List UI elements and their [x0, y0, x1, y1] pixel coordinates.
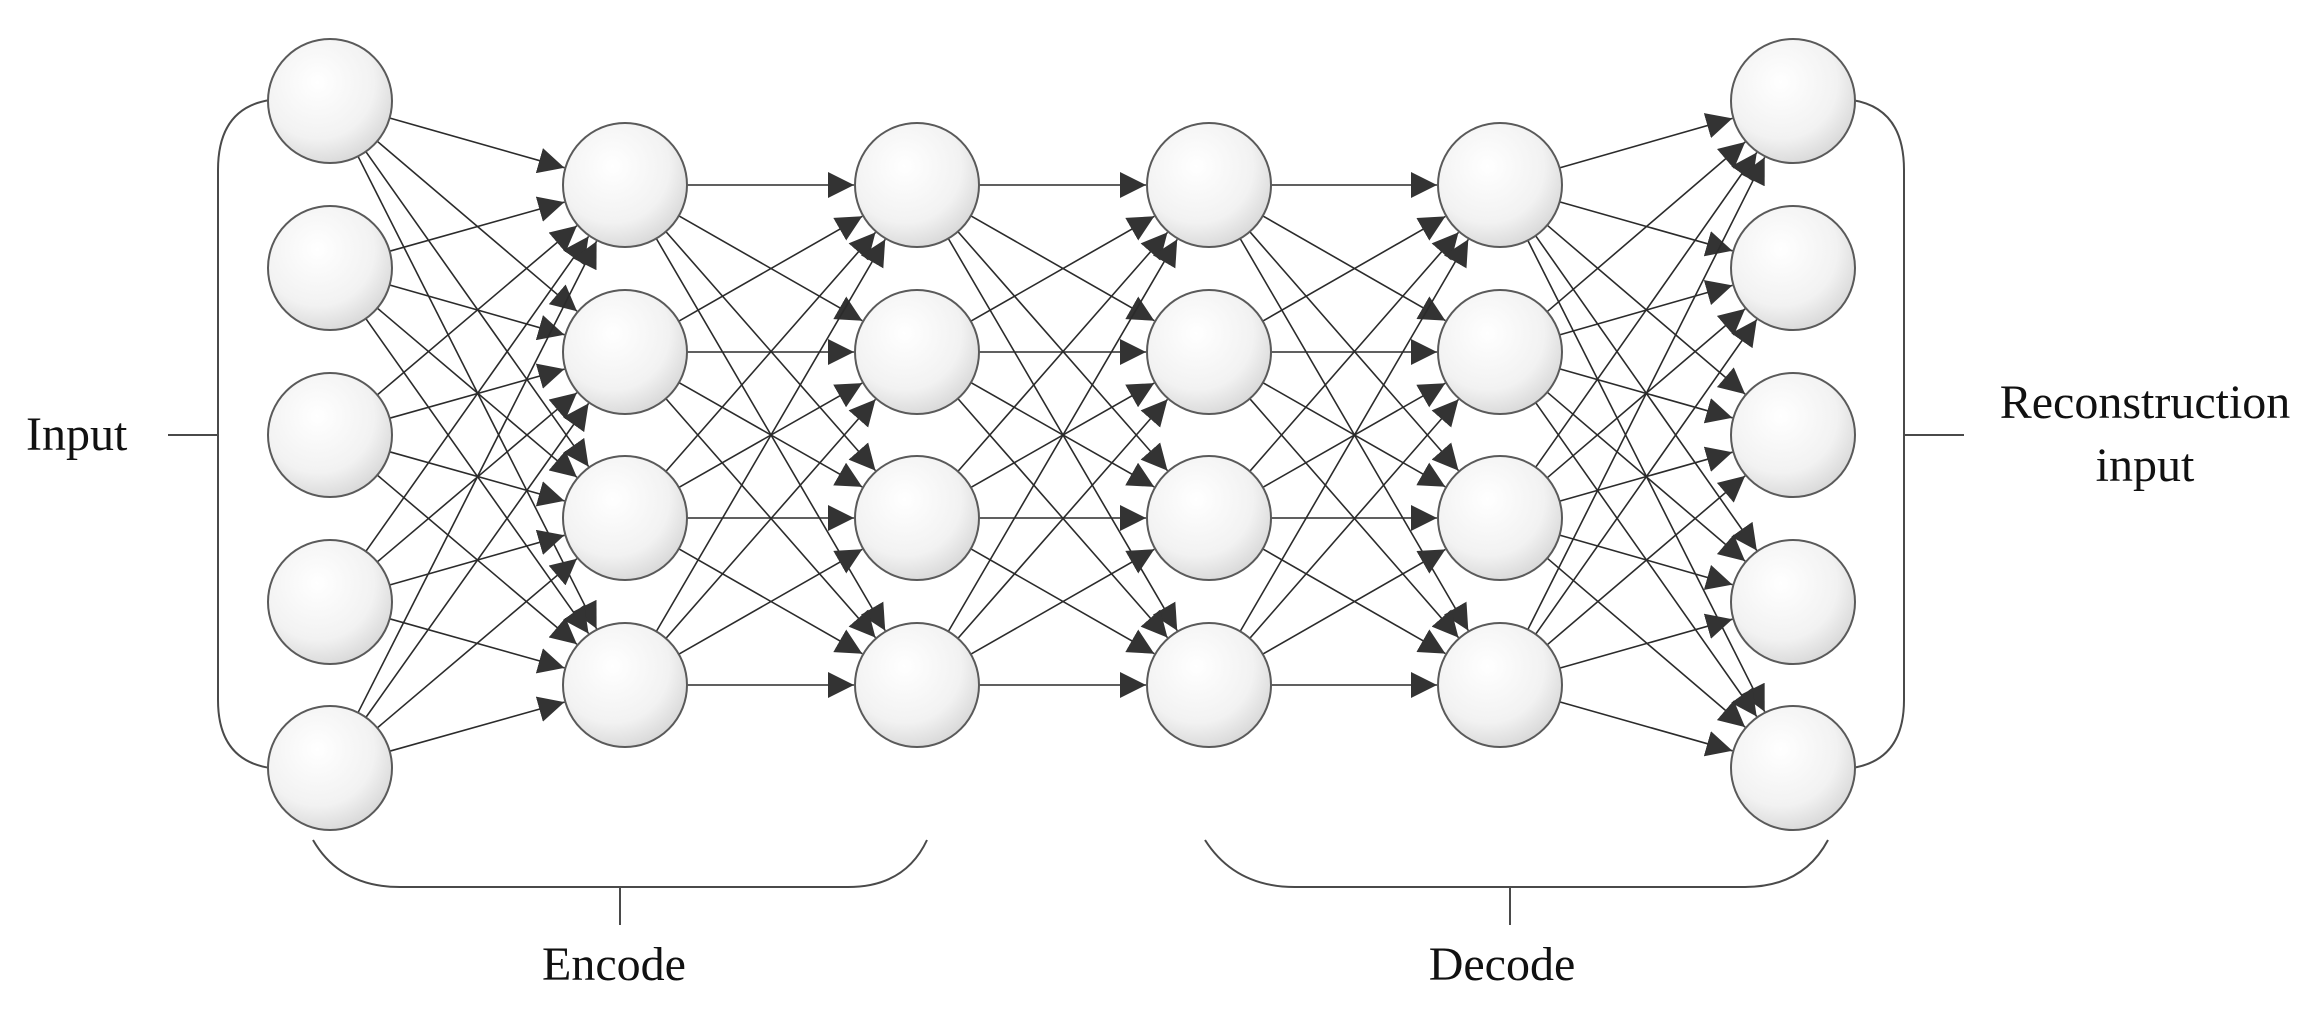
connection-l1-n5-to-l2-n1 — [357, 240, 598, 714]
connection-l3-n3-to-l4-n1 — [957, 231, 1169, 472]
connection-l4-n4-to-l5-n2 — [1249, 398, 1460, 639]
connection-l3-n2-to-l4-n1 — [970, 215, 1155, 322]
neuron-layer-4-node-2 — [1146, 289, 1272, 415]
neuron-layer-1-node-4 — [267, 539, 393, 665]
connection-l1-n2-to-l2-n1 — [389, 196, 565, 252]
connection-l4-n3-to-l5-n1 — [1249, 231, 1460, 472]
neuron-layer-2-node-3 — [562, 455, 688, 581]
connection-l3-n4-to-l4-n1 — [947, 238, 1178, 632]
connection-l1-n5-to-l2-n3 — [376, 558, 578, 729]
connection-l1-n5-to-l2-n4 — [389, 696, 565, 752]
neuron-layer-6-node-2 — [1730, 205, 1856, 331]
connection-l2-n4-to-l3-n2 — [665, 398, 877, 639]
neurons — [267, 38, 1856, 831]
neuron-layer-1-node-5 — [267, 705, 393, 831]
input-label: Input — [26, 408, 128, 461]
connection-l2-n4-to-l3-n3 — [678, 548, 863, 655]
connection-l5-n2-to-l6-n1 — [1546, 141, 1746, 313]
connection-l5-n3-to-l6-n1 — [1534, 152, 1758, 468]
connection-l3-n4-to-l4-n2 — [957, 398, 1169, 639]
connection-l5-n4-to-l6-n2 — [1534, 319, 1758, 635]
reconstruction-input-label-line1: Reconstruction — [2000, 376, 2291, 429]
output-bracket — [1851, 99, 1905, 769]
connection-l3-n4-to-l4-n3 — [970, 548, 1155, 655]
connection-l1-n4-to-l2-n1 — [365, 235, 590, 552]
neuron-layer-2-node-4 — [562, 622, 688, 748]
encode-label: Encode — [542, 938, 686, 991]
neuron-layer-2-node-1 — [562, 122, 688, 248]
neuron-layer-3-node-4 — [854, 622, 980, 748]
connection-l1-n5-to-l2-n2 — [365, 402, 590, 718]
connection-l5-n1-to-l6-n1 — [1559, 113, 1733, 169]
neuron-layer-6-node-3 — [1730, 372, 1856, 498]
neuron-layer-5-node-1 — [1437, 122, 1563, 248]
neuron-layer-5-node-3 — [1437, 455, 1563, 581]
neuron-layer-4-node-3 — [1146, 455, 1272, 581]
neuron-layer-6-node-4 — [1730, 539, 1856, 665]
connection-l5-n4-to-l6-n4 — [1559, 613, 1733, 669]
neuron-layer-5-node-4 — [1437, 622, 1563, 748]
neuron-layer-6-node-5 — [1730, 705, 1856, 831]
input-bracket — [217, 99, 271, 769]
neuron-layer-4-node-4 — [1146, 622, 1272, 748]
connection-l2-n4-to-l3-n1 — [655, 238, 886, 632]
neuron-layer-3-node-2 — [854, 289, 980, 415]
neuron-layer-1-node-3 — [267, 372, 393, 498]
connection-l5-n3-to-l6-n5 — [1546, 557, 1746, 728]
decode-label: Decode — [1429, 938, 1576, 991]
connections — [357, 113, 1766, 757]
connection-l5-n4-to-l6-n5 — [1559, 701, 1733, 757]
neuron-layer-5-node-2 — [1437, 289, 1563, 415]
neuron-layer-2-node-2 — [562, 289, 688, 415]
neuron-layer-6-node-1 — [1730, 38, 1856, 164]
connection-l2-n3-to-l3-n1 — [665, 231, 877, 472]
neuron-layer-1-node-1 — [267, 38, 393, 164]
neuron-layer-3-node-1 — [854, 122, 980, 248]
connection-l1-n1-to-l2-n1 — [389, 117, 565, 174]
connection-l4-n2-to-l5-n1 — [1262, 215, 1446, 322]
neuron-layer-3-node-3 — [854, 455, 980, 581]
encode-brace — [312, 839, 928, 888]
connection-l4-n4-to-l5-n3 — [1262, 548, 1446, 655]
connection-l4-n4-to-l5-n1 — [1239, 238, 1469, 632]
connection-l5-n4-to-l6-n1 — [1527, 156, 1766, 630]
neuron-layer-4-node-1 — [1146, 122, 1272, 248]
connection-l2-n2-to-l3-n1 — [678, 215, 863, 322]
connection-l5-n4-to-l6-n3 — [1546, 475, 1746, 646]
connection-l1-n3-to-l2-n1 — [376, 225, 578, 396]
decode-brace — [1204, 839, 1829, 888]
reconstruction-input-label-line2: input — [2096, 439, 2195, 492]
neuron-layer-1-node-2 — [267, 205, 393, 331]
